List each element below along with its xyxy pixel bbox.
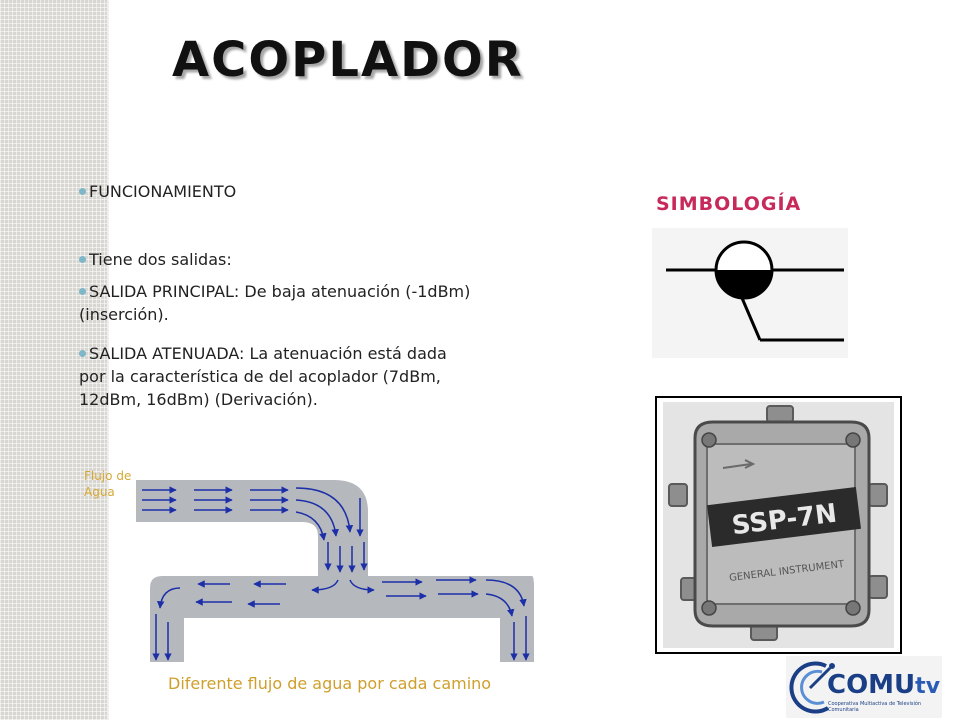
water-flow-label: Flujo de Agua — [84, 469, 132, 499]
logo-wordmark: COMUtv — [827, 670, 940, 700]
symbology-heading: SIMBOLOGÍA — [656, 193, 802, 215]
slide-title: ACOPLADOR — [172, 32, 524, 88]
water-flow-diagram — [136, 480, 534, 662]
logo-subtitle: Cooperativa Multiactiva de Televisión Co… — [828, 701, 922, 713]
water-flow-caption: Diferente flujo de agua por cada camino — [168, 674, 492, 693]
bullet-attenuated-output: SALIDA ATENUADA: La atenuación está dada… — [79, 342, 471, 411]
coupler-device-photo: SSP-7N GENERAL INSTRUMENT — [653, 394, 904, 656]
bullet-funcionamiento: FUNCIONAMIENTO — [79, 180, 471, 203]
coupler-symbol-icon — [652, 228, 848, 358]
comutv-logo-icon — [786, 656, 942, 718]
bullet-two-outputs: Tiene dos salidas: — [79, 248, 471, 271]
logo-suffix: tv — [915, 674, 941, 699]
bullet-main-output: SALIDA PRINCIPAL: De baja atenuación (-1… — [79, 282, 471, 324]
logo-name: COMU — [827, 670, 916, 700]
